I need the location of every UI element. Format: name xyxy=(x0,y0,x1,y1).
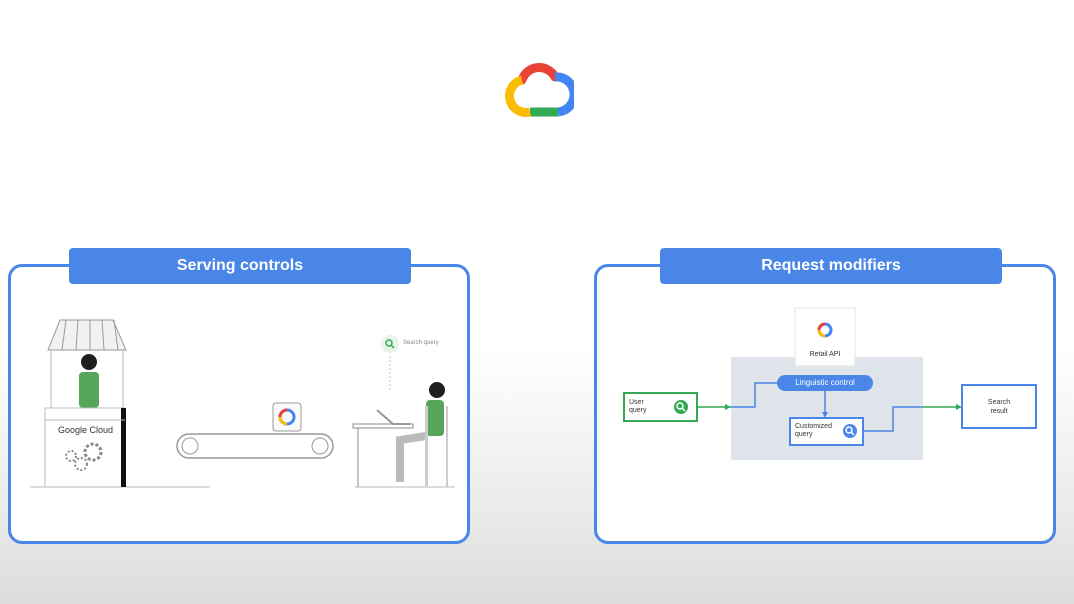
booth-sign: Google Cloud xyxy=(58,425,114,435)
shopkeeper-person-icon xyxy=(79,354,99,408)
customized-query-label-line-1: Customized xyxy=(795,423,832,430)
retail-api-label: Retail API xyxy=(809,351,841,358)
user-query-label: User query xyxy=(629,399,647,415)
customized-query-search-icon xyxy=(843,424,857,438)
user-query-label-line-1: User xyxy=(629,399,644,406)
customized-to-exit-arrow xyxy=(863,406,922,432)
conveyor-belt-icon xyxy=(176,433,334,459)
search-query-hint xyxy=(381,335,399,392)
search-query-hint-label: Search query xyxy=(403,340,439,346)
linguistic-control-pill xyxy=(777,375,873,391)
retail-api-cloud-icon xyxy=(817,322,833,338)
search-result-box xyxy=(961,384,1037,429)
search-result-label-line-1: Search xyxy=(987,399,1011,406)
to-linguistic-arrow xyxy=(728,382,777,408)
customer-at-desk-icon xyxy=(352,382,448,487)
search-result-label-line-2: result xyxy=(990,408,1008,415)
serving-controls-title: Serving controls xyxy=(69,248,411,284)
search-result-label: Search result xyxy=(962,398,1036,416)
user-query-search-icon xyxy=(674,400,688,414)
cloud-package-icon xyxy=(272,402,302,432)
customized-query-label: Customized query xyxy=(795,423,832,439)
google-cloud-logo-icon xyxy=(505,63,574,117)
user-query-label-line-2: query xyxy=(629,407,647,414)
customized-query-label-line-2: query xyxy=(795,431,813,438)
request-modifiers-title: Request modifiers xyxy=(660,248,1002,284)
linguistic-control-label: Linguistic control xyxy=(795,378,855,387)
booth-awning-icon xyxy=(47,319,127,408)
booth-counter-icon xyxy=(44,407,126,488)
